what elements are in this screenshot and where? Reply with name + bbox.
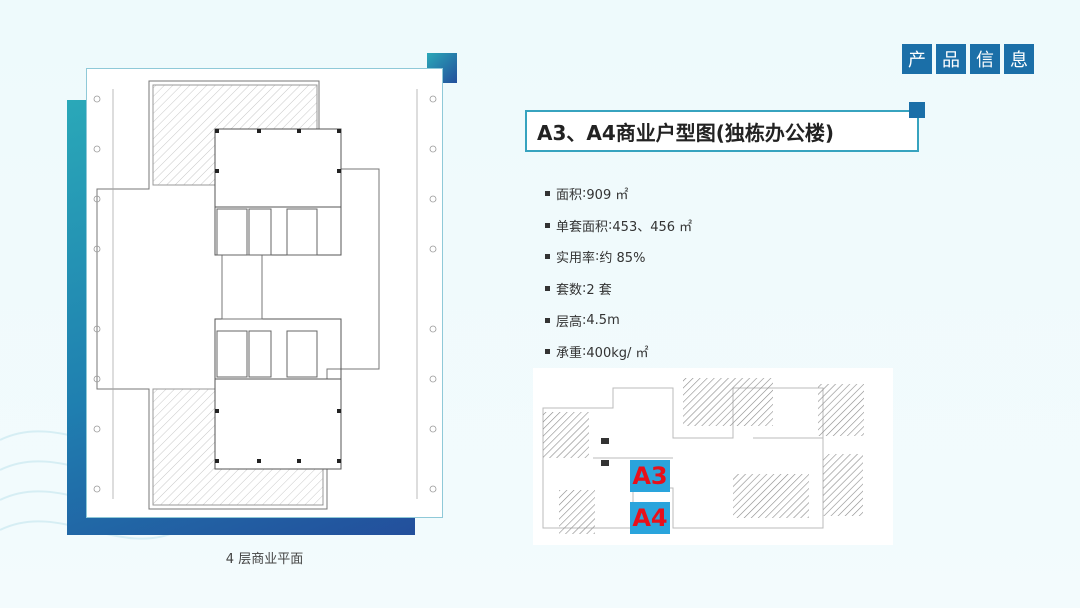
spec-value: 453、456 ㎡ — [612, 219, 693, 235]
bullet-icon — [545, 317, 550, 323]
spec-item: 单套面积:453、456 ㎡ — [545, 210, 692, 242]
product-title: A3、A4商业户型图(独栋办公楼) — [525, 110, 919, 152]
site-map — [533, 368, 893, 545]
spec-label: 面积 — [556, 188, 583, 204]
spec-label: 实用率 — [556, 251, 596, 267]
spec-item: 面积:909 ㎡ — [545, 178, 692, 210]
section-tag: 产 — [902, 44, 932, 74]
spec-label: 套数 — [556, 283, 583, 299]
bullet-icon — [545, 349, 550, 355]
spec-label: 单套面积 — [556, 219, 609, 235]
title-corner — [909, 102, 925, 118]
section-tag: 品 — [936, 44, 966, 74]
spec-list: 面积:909 ㎡ 单套面积:453、456 ㎡ 实用率:约 85% 套数:2 套… — [545, 178, 692, 368]
bullet-icon — [545, 254, 550, 260]
block-label-a4: A4 — [630, 502, 670, 534]
spec-value: 2 套 — [586, 283, 612, 299]
spec-item: 套数:2 套 — [545, 273, 692, 305]
section-tag: 信 — [970, 44, 1000, 74]
bullet-icon — [545, 191, 550, 197]
bullet-icon — [545, 222, 550, 228]
plan-caption: 4 层商业平面 — [225, 552, 304, 567]
floor-plan-drawing — [93, 80, 437, 510]
spec-item: 实用率:约 85% — [545, 241, 692, 273]
bullet-icon — [545, 286, 550, 292]
spec-item: 承重:400kg/ ㎡ — [545, 336, 692, 368]
spec-value: 4.5m — [586, 312, 620, 328]
spec-label: 层高 — [556, 314, 583, 330]
block-label-a3: A3 — [630, 460, 670, 492]
section-tag: 息 — [1004, 44, 1034, 74]
spec-value: 约 85% — [599, 251, 646, 267]
floor-plan-card — [86, 68, 443, 518]
section-tags: 产 品 信 息 — [902, 44, 1034, 74]
spec-value: 909 ㎡ — [586, 188, 629, 204]
spec-label: 承重 — [556, 346, 583, 362]
spec-value: 400kg/ ㎡ — [586, 346, 649, 362]
spec-item: 层高:4.5m — [545, 304, 692, 336]
site-map-drawing — [542, 378, 864, 534]
